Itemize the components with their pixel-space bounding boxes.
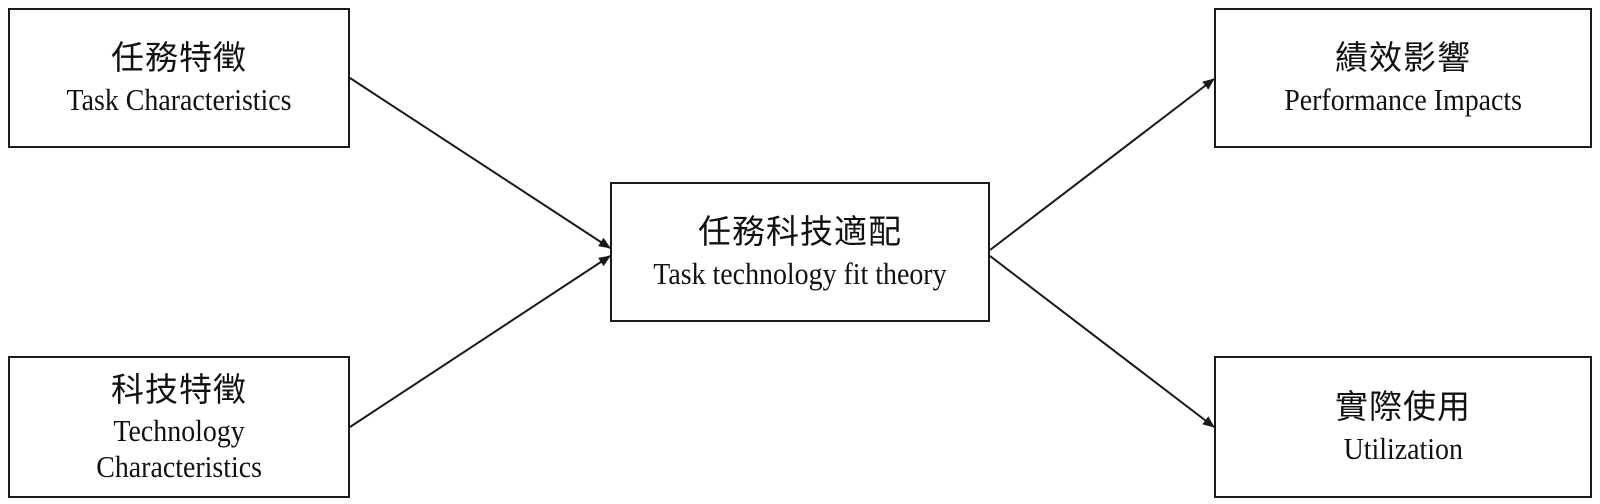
arrow-tech-to-ttf: [349, 255, 611, 428]
node-util-en-label: Utilization: [1343, 431, 1463, 466]
node-ttf-en-label: Task technology fit theory: [653, 256, 947, 291]
arrow-task-to-ttf: [349, 77, 611, 249]
node-task-en-label: Task Characteristics: [66, 82, 292, 117]
node-ttf-zh-label: 任務科技適配: [698, 215, 902, 251]
arrow-ttf-to-perf: [989, 78, 1215, 251]
node-task-technology-fit: 任務科技適配 Task technology fit theory: [610, 182, 990, 322]
node-perf-zh-label: 績效影響: [1335, 41, 1471, 77]
node-perf-en-label: Performance Impacts: [1284, 82, 1522, 117]
node-technology-characteristics: 科技特徵 Technology Characteristics: [8, 356, 350, 498]
node-task-characteristics: 任務特徵 Task Characteristics: [8, 8, 350, 148]
node-tech-zh-label: 科技特徵: [111, 373, 247, 409]
node-util-zh-label: 實際使用: [1335, 390, 1471, 426]
node-performance-impacts: 績效影響 Performance Impacts: [1214, 8, 1592, 148]
arrow-ttf-to-util: [989, 255, 1215, 428]
node-utilization: 實際使用 Utilization: [1214, 356, 1592, 498]
node-tech-en-label: Technology Characteristics: [96, 413, 262, 484]
node-task-zh-label: 任務特徵: [111, 41, 247, 77]
